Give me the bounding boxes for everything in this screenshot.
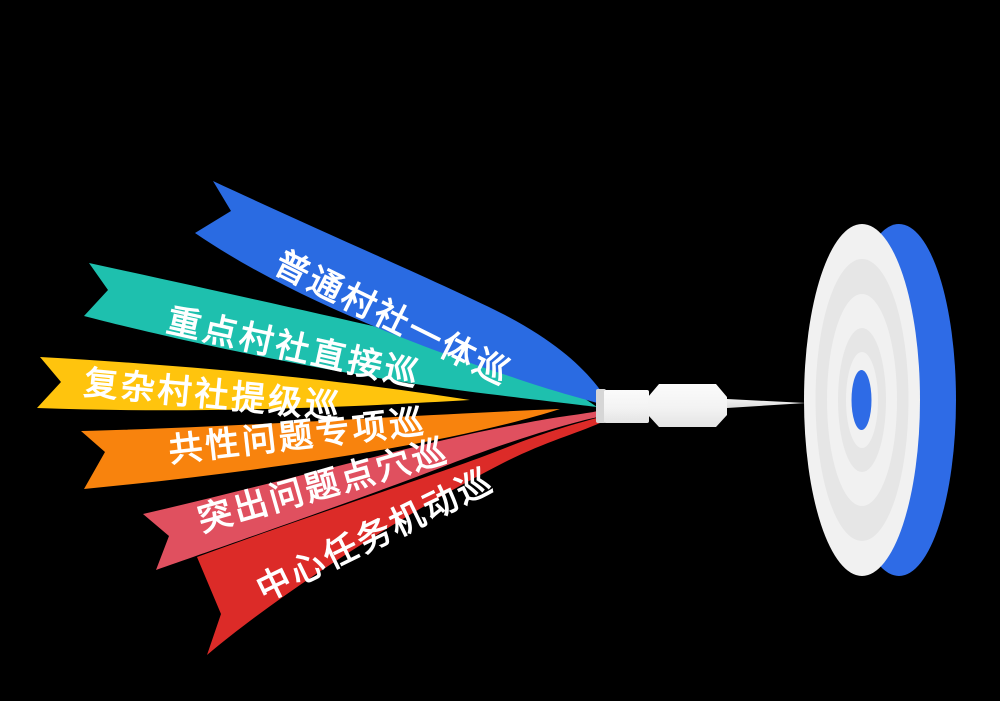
- ribbon-blue: [195, 181, 601, 404]
- target-bullseye: [851, 370, 872, 430]
- ribbon-group: [37, 181, 601, 655]
- ribbon-orange: [81, 409, 560, 489]
- dartboard-target: [804, 224, 956, 576]
- dart-shaft: [604, 390, 649, 423]
- ribbon-pink: [143, 411, 598, 570]
- ribbon-red: [197, 417, 600, 655]
- dart: [596, 384, 806, 427]
- ribbon-teal: [84, 263, 597, 407]
- ribbon-yellow: [37, 357, 470, 411]
- dart-needle: [727, 399, 806, 408]
- dart-flight-cap: [596, 389, 606, 423]
- dart-barrel: [648, 384, 727, 427]
